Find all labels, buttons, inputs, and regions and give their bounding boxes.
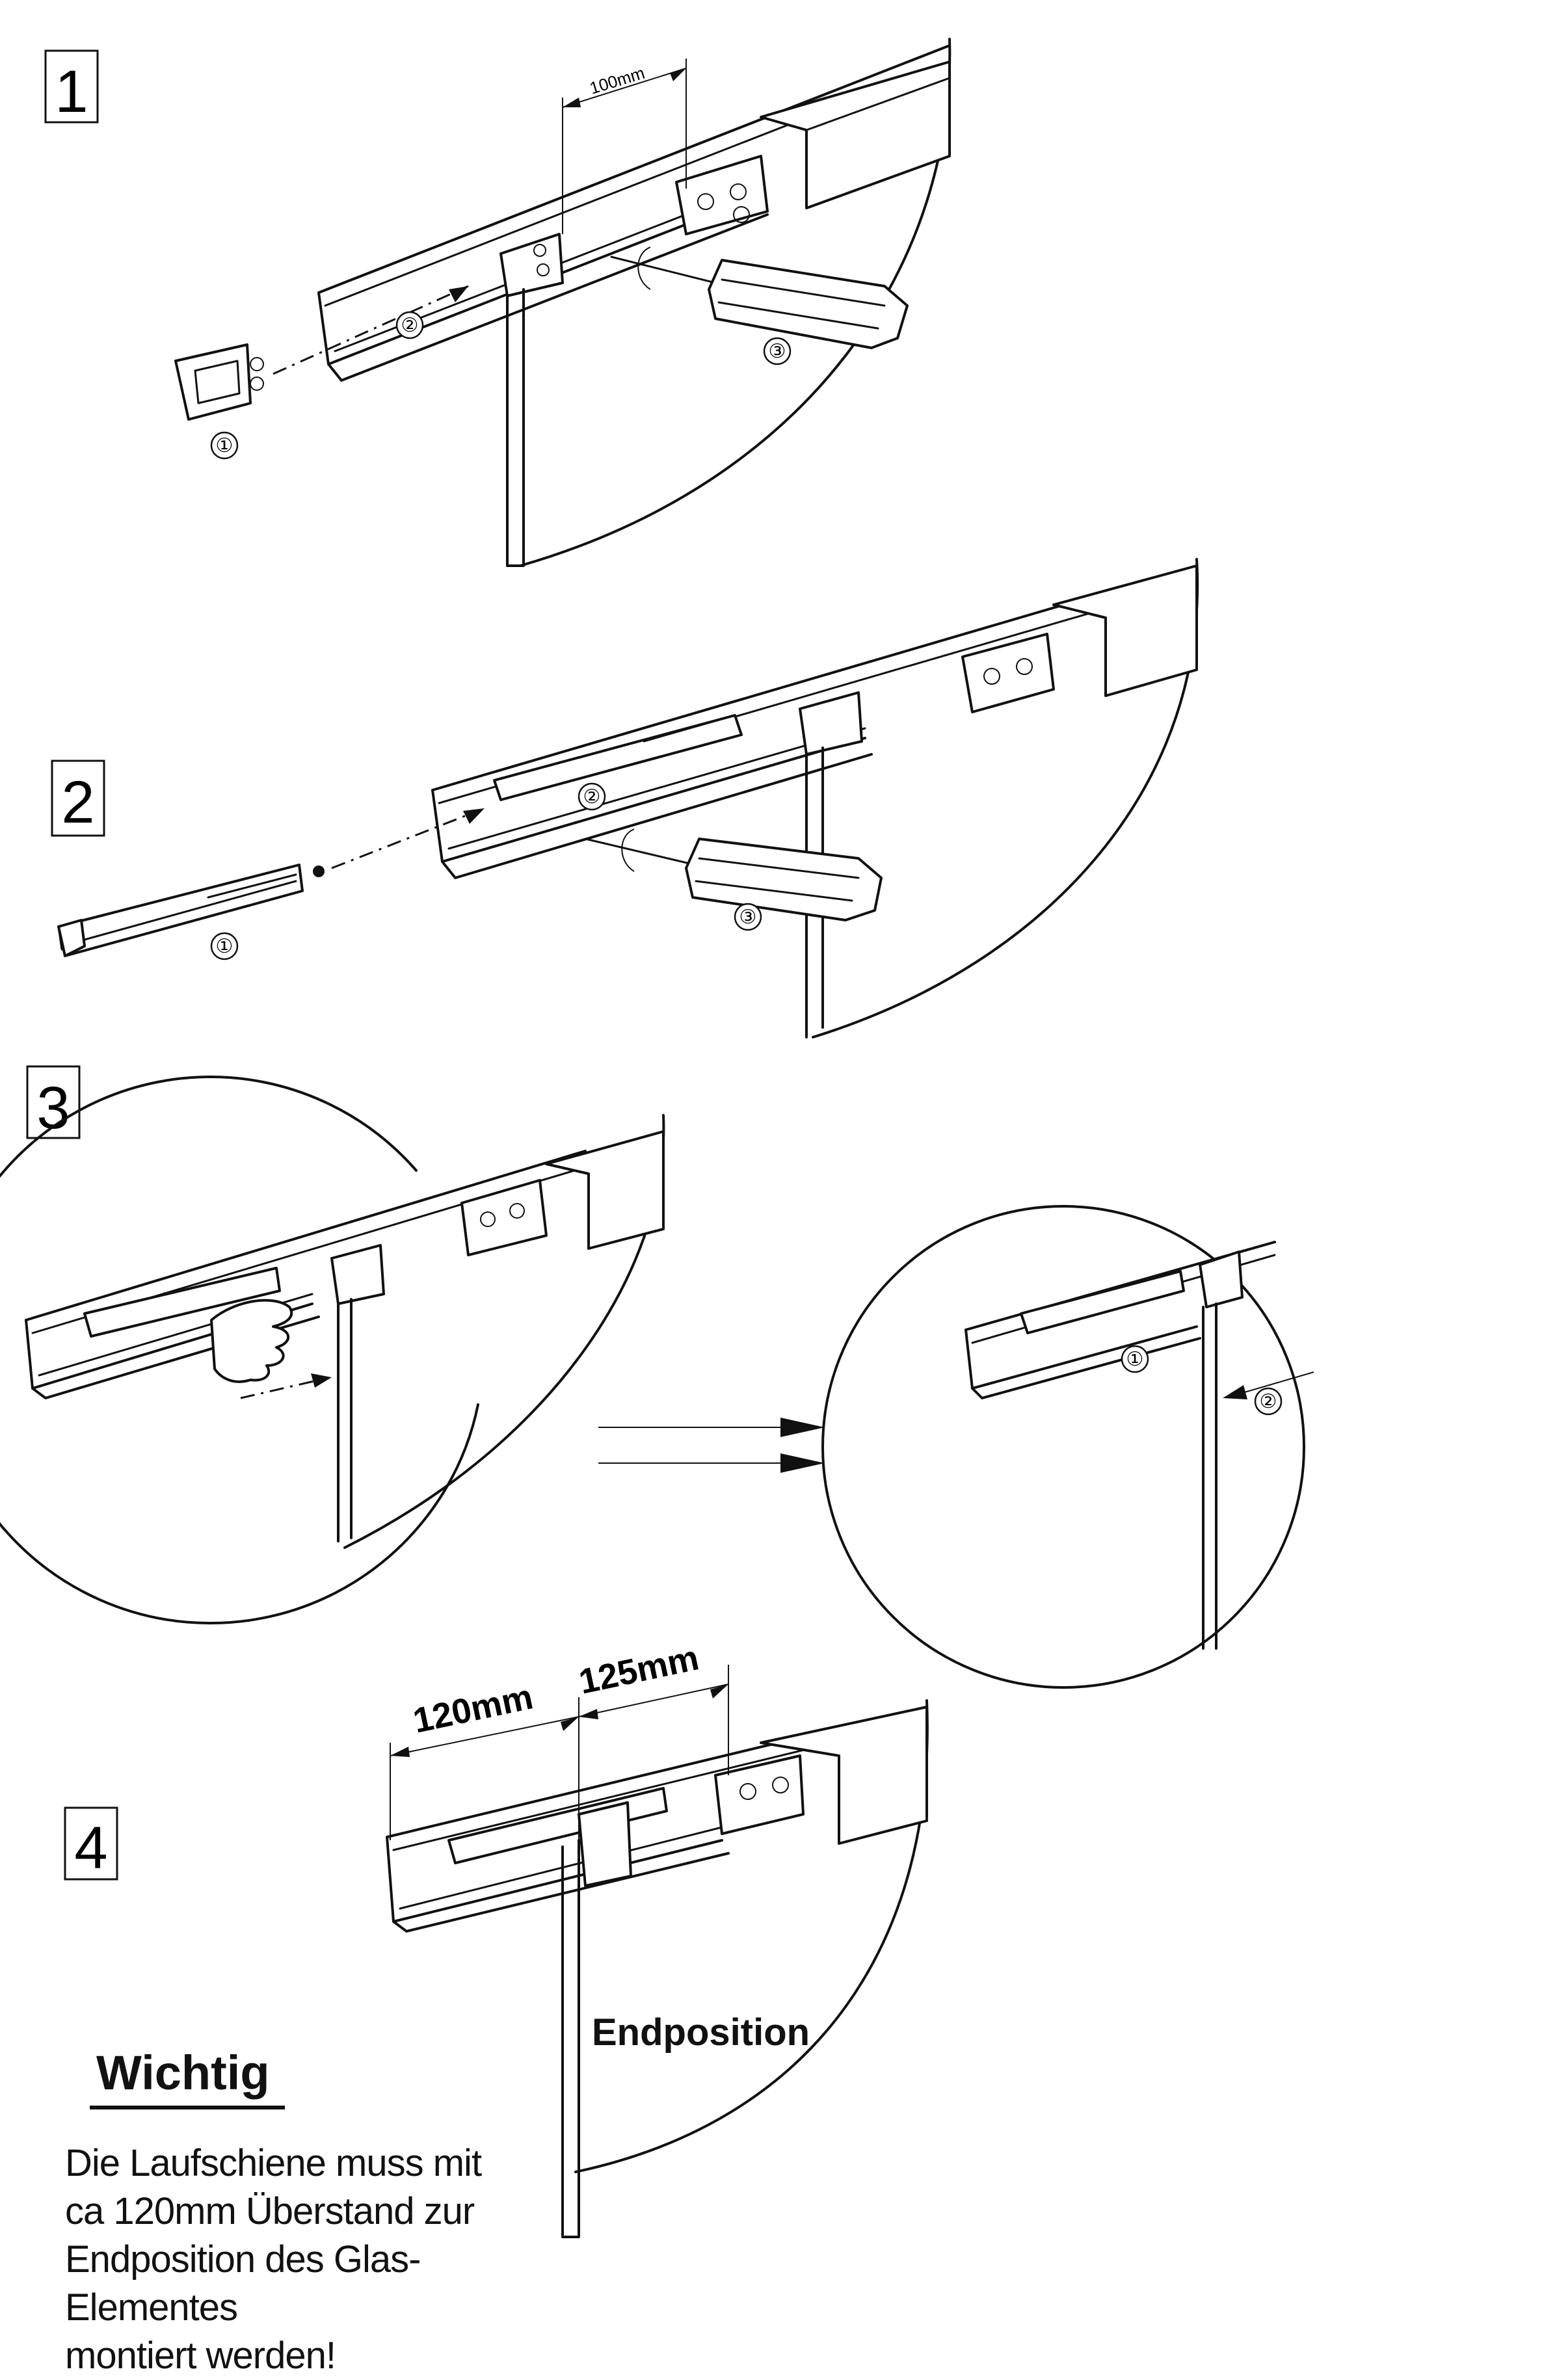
note-line: montiert werden! [65,2334,336,2377]
step-2-installed-damper [493,714,743,801]
step-4-number: 4 [74,1815,107,1881]
step-2-number: 2 [61,769,94,836]
step-4-damper [447,1787,668,1864]
step-3-damper [83,1267,281,1338]
step-1-number: 1 [55,59,88,125]
step-1-glass-panel [506,288,525,567]
step-2-damper-unit [57,864,304,957]
step-2-rail-end-cap [1052,564,1198,697]
endposition-label: Endposition [592,2011,810,2054]
note-body: Die Laufschiene muss mit ca 120mm Überst… [65,2139,559,2380]
step-2-wall-bracket [961,633,1055,713]
step-2-screwdriver [685,838,883,921]
step-4: 4 120mm 125mm [64,1638,929,2238]
step-3-number: 3 [36,1075,70,1141]
step-3-detail-circle-left [0,1076,479,1625]
step-1-wall-bracket [675,155,769,235]
step-3: 3 ① ② [0,1065,1314,1689]
step-3-transition-arrows [598,1427,806,1464]
step-4-dimension-125: 125mm [576,1638,702,1701]
step-4-wall-bracket [714,1754,805,1835]
step-1-callout-3: ③ [769,341,786,362]
step-2-callout-3: ③ [739,906,757,928]
step-3-callout-2: ② [1260,1391,1277,1412]
note-title-underline [90,2106,285,2109]
step-2: 2 ① ② ③ [51,558,1199,1038]
step-3-detail-circle-right [821,1205,1305,1689]
step-3-damper-engaged [1020,1270,1185,1334]
step-1-glass-clamp [499,233,564,297]
step-1-callout-1: ① [216,435,233,456]
step-1-end-stopper [174,343,252,421]
step-4-dimension-120: 120mm [410,1677,537,1740]
step-3-callout-1: ① [1126,1349,1144,1370]
step-2-callout-2: ② [583,786,601,808]
installation-diagram: 1 100mm ① ② [0,38,1314,2238]
note-line: Endposition des Glas-Elementes [65,2238,421,2329]
note-title: Wichtig [96,2046,270,2100]
step-1-dimension: 100mm [587,63,647,98]
note-line: Die Laufschiene muss mit [65,2142,482,2184]
step-4-glass-panel [561,1839,580,2238]
hand-icon [210,1299,293,1383]
step-1: 1 100mm ① ② [44,38,952,567]
step-2-callout-1: ① [216,936,233,957]
note-line: ca 120mm Überstand zur [65,2190,475,2232]
step-1-callout-2: ② [401,315,419,336]
step-4-glass-clamp [578,1801,632,1887]
step-1-rail [317,44,951,382]
step-4-rail-end-cap [760,1706,928,1845]
